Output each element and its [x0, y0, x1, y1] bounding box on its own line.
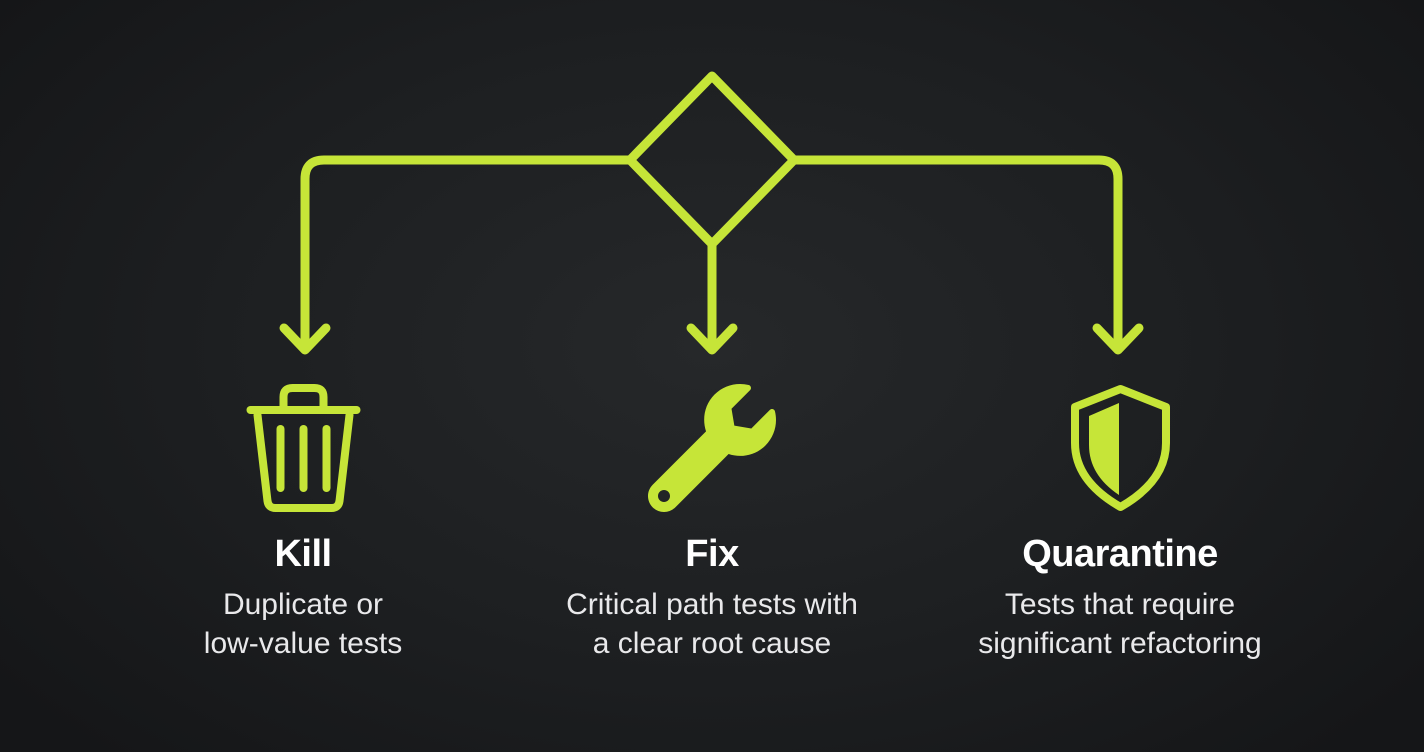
desc-line: significant refactoring — [978, 627, 1262, 660]
branch-quarantine: Quarantine Tests that require significan… — [920, 383, 1320, 663]
desc-line: Tests that require — [1004, 588, 1236, 621]
arrowhead-right — [1092, 323, 1144, 355]
branch-label-quarantine: Quarantine — [1022, 533, 1218, 575]
fix-icon-wrap — [648, 383, 776, 513]
connector-left — [300, 155, 635, 348]
desc-line: a clear root cause — [592, 627, 832, 660]
branch-desc-quarantine: Tests that require significant refactori… — [978, 585, 1261, 663]
arrowhead-left — [279, 323, 331, 355]
quarantine-icon-wrap — [1063, 383, 1178, 513]
kill-icon-wrap — [246, 383, 361, 513]
branch-kill: Kill Duplicate or low-value tests — [103, 383, 503, 663]
branch-label-kill: Kill — [274, 533, 332, 575]
branch-desc-fix: Critical path tests with a clear root ca… — [566, 585, 858, 663]
connector-right — [789, 155, 1123, 348]
branch-label-fix: Fix — [685, 533, 739, 575]
desc-line: Critical path tests with — [566, 588, 858, 621]
shield-half-icon — [1070, 385, 1170, 511]
desc-line: low-value tests — [203, 627, 403, 660]
desc-line: Duplicate or — [222, 588, 384, 621]
branch-fix: Fix Critical path tests with a clear roo… — [512, 383, 912, 663]
trash-icon — [246, 384, 360, 512]
decision-diamond-shape — [625, 71, 799, 249]
branch-desc-kill: Duplicate or low-value tests — [204, 585, 402, 663]
arrowhead-middle — [686, 323, 738, 355]
wrench-icon — [648, 384, 776, 512]
